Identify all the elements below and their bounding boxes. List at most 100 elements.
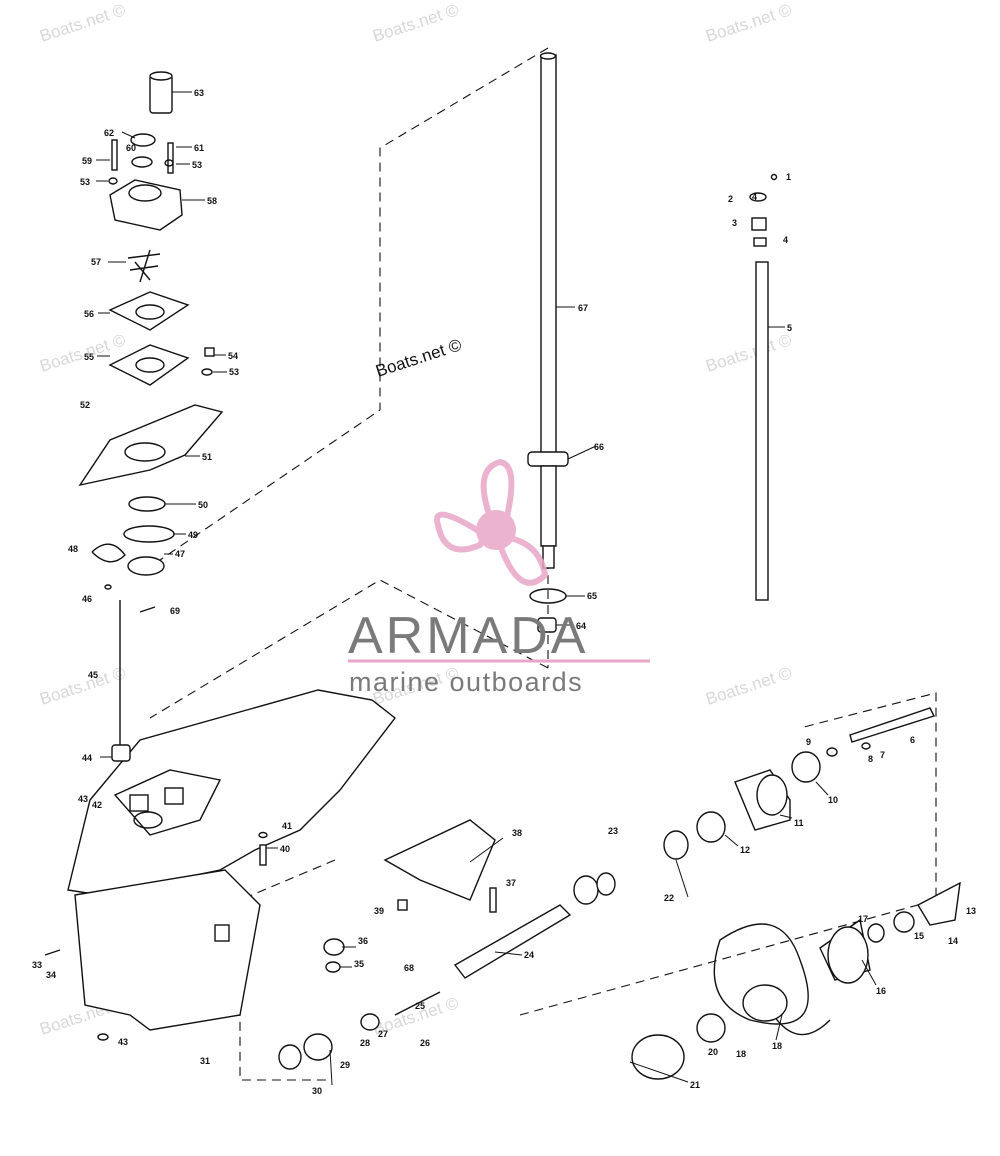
armada-logo: ARMADA marine outboards bbox=[348, 458, 650, 697]
callout-39: 39 bbox=[374, 906, 384, 916]
logo-tagline: marine outboards bbox=[349, 667, 583, 697]
callout-28: 28 bbox=[360, 1038, 370, 1048]
callout-18-left: 18 bbox=[736, 1049, 746, 1059]
base-plate-part bbox=[78, 404, 224, 487]
callout-9: 9 bbox=[806, 737, 811, 747]
callout-65: 65 bbox=[587, 591, 597, 601]
callout-27: 27 bbox=[378, 1029, 388, 1039]
callout-10: 10 bbox=[828, 795, 838, 805]
callout-66: 66 bbox=[594, 442, 604, 452]
callout-15: 15 bbox=[914, 931, 924, 941]
callout-3: 3 bbox=[732, 218, 737, 228]
impeller-part bbox=[127, 249, 161, 283]
callout-41: 41 bbox=[282, 821, 292, 831]
propeller-blades bbox=[713, 923, 809, 1025]
callout-47: 47 bbox=[175, 549, 185, 559]
pump-housing-part bbox=[109, 179, 183, 231]
clamp-part bbox=[111, 744, 131, 762]
washer-part bbox=[696, 1013, 726, 1043]
callout-4: 4 bbox=[783, 235, 788, 245]
o-ring-small-part bbox=[91, 543, 126, 563]
drive-shaft bbox=[527, 52, 569, 633]
callout-43-bottom: 43 bbox=[118, 1037, 128, 1047]
callout-34: 34 bbox=[46, 970, 56, 980]
logo-wordmark: ARMADA bbox=[348, 607, 588, 665]
callout-44: 44 bbox=[82, 753, 92, 763]
propeller-logo-icon bbox=[434, 458, 549, 586]
callout-48: 48 bbox=[68, 544, 78, 554]
callout-35: 35 bbox=[354, 959, 364, 969]
callout-30: 30 bbox=[312, 1086, 322, 1096]
driveshaft-part bbox=[540, 54, 557, 456]
watermark: Boats.net © bbox=[703, 663, 794, 709]
callout-42: 42 bbox=[92, 800, 102, 810]
callout-49: 49 bbox=[188, 530, 198, 540]
callout-51: 51 bbox=[202, 452, 212, 462]
watermark: Boats.net © bbox=[370, 0, 461, 46]
bearing-part bbox=[527, 451, 569, 467]
callout-38: 38 bbox=[512, 828, 522, 838]
watermark: Boats.net © bbox=[37, 0, 128, 46]
plate-part bbox=[108, 291, 190, 331]
callout-69: 69 bbox=[170, 606, 180, 616]
callout-61: 61 bbox=[194, 143, 204, 153]
watermark-dark: Boats.net © bbox=[373, 335, 464, 381]
callout-64: 64 bbox=[576, 621, 586, 631]
watermark: Boats.net © bbox=[37, 663, 128, 709]
gasket-part bbox=[108, 344, 190, 386]
callout-55: 55 bbox=[84, 352, 94, 362]
gearcase-upper bbox=[67, 689, 396, 896]
watermark: Boats.net © bbox=[37, 330, 128, 376]
callout-21: 21 bbox=[690, 1080, 700, 1090]
callout-12: 12 bbox=[740, 845, 750, 855]
callout-25: 25 bbox=[415, 1001, 425, 1011]
callout-56: 56 bbox=[84, 309, 94, 319]
callout-24: 24 bbox=[524, 950, 534, 960]
callout-22: 22 bbox=[664, 893, 674, 903]
callout-7: 7 bbox=[880, 750, 885, 760]
gearcase-lower bbox=[74, 869, 261, 1031]
callout-2: 2 bbox=[728, 194, 733, 204]
callout-62: 62 bbox=[104, 128, 114, 138]
callout-50: 50 bbox=[198, 500, 208, 510]
seal-part bbox=[128, 496, 166, 512]
prop-shaft-assembly bbox=[278, 707, 935, 1070]
callout-8: 8 bbox=[868, 754, 873, 764]
callout-23: 23 bbox=[608, 826, 618, 836]
callout-29: 29 bbox=[340, 1060, 350, 1070]
o-ring-part bbox=[123, 525, 175, 543]
nut-part bbox=[323, 938, 345, 956]
callout-1: 1 bbox=[786, 172, 791, 182]
callout-45: 45 bbox=[88, 670, 98, 680]
callout-53-right: 53 bbox=[229, 367, 239, 377]
o-ring-10-part bbox=[791, 751, 821, 783]
callout-26: 26 bbox=[420, 1038, 430, 1048]
callout-13: 13 bbox=[966, 906, 976, 916]
callout-53-left: 53 bbox=[80, 177, 90, 187]
callout-60: 60 bbox=[126, 143, 136, 153]
callout-54: 54 bbox=[228, 351, 238, 361]
callout-57: 57 bbox=[91, 257, 101, 267]
watermark: Boats.net © bbox=[703, 330, 794, 376]
water-pump-assembly bbox=[78, 71, 224, 613]
callout-16: 16 bbox=[876, 986, 886, 996]
shift-rod bbox=[749, 173, 778, 601]
forward-gear-part bbox=[573, 875, 599, 905]
callout-63: 63 bbox=[194, 88, 204, 98]
water-scoop-part bbox=[383, 819, 496, 901]
callout-31: 31 bbox=[200, 1056, 210, 1066]
assembly-dashed-lines bbox=[149, 47, 937, 1081]
callout-46: 46 bbox=[82, 594, 92, 604]
shift-rod-part bbox=[755, 261, 769, 601]
cap-part bbox=[130, 133, 156, 147]
o-ring-12-part bbox=[696, 811, 726, 843]
callout-6: 6 bbox=[910, 735, 915, 745]
callout-4-top: 4 bbox=[752, 192, 757, 202]
callout-52: 52 bbox=[80, 400, 90, 410]
callout-40: 40 bbox=[280, 844, 290, 854]
leader-lines bbox=[96, 91, 877, 1086]
callout-18-right: 18 bbox=[772, 1041, 782, 1051]
bolt-part bbox=[849, 707, 935, 743]
callout-14: 14 bbox=[948, 936, 958, 946]
